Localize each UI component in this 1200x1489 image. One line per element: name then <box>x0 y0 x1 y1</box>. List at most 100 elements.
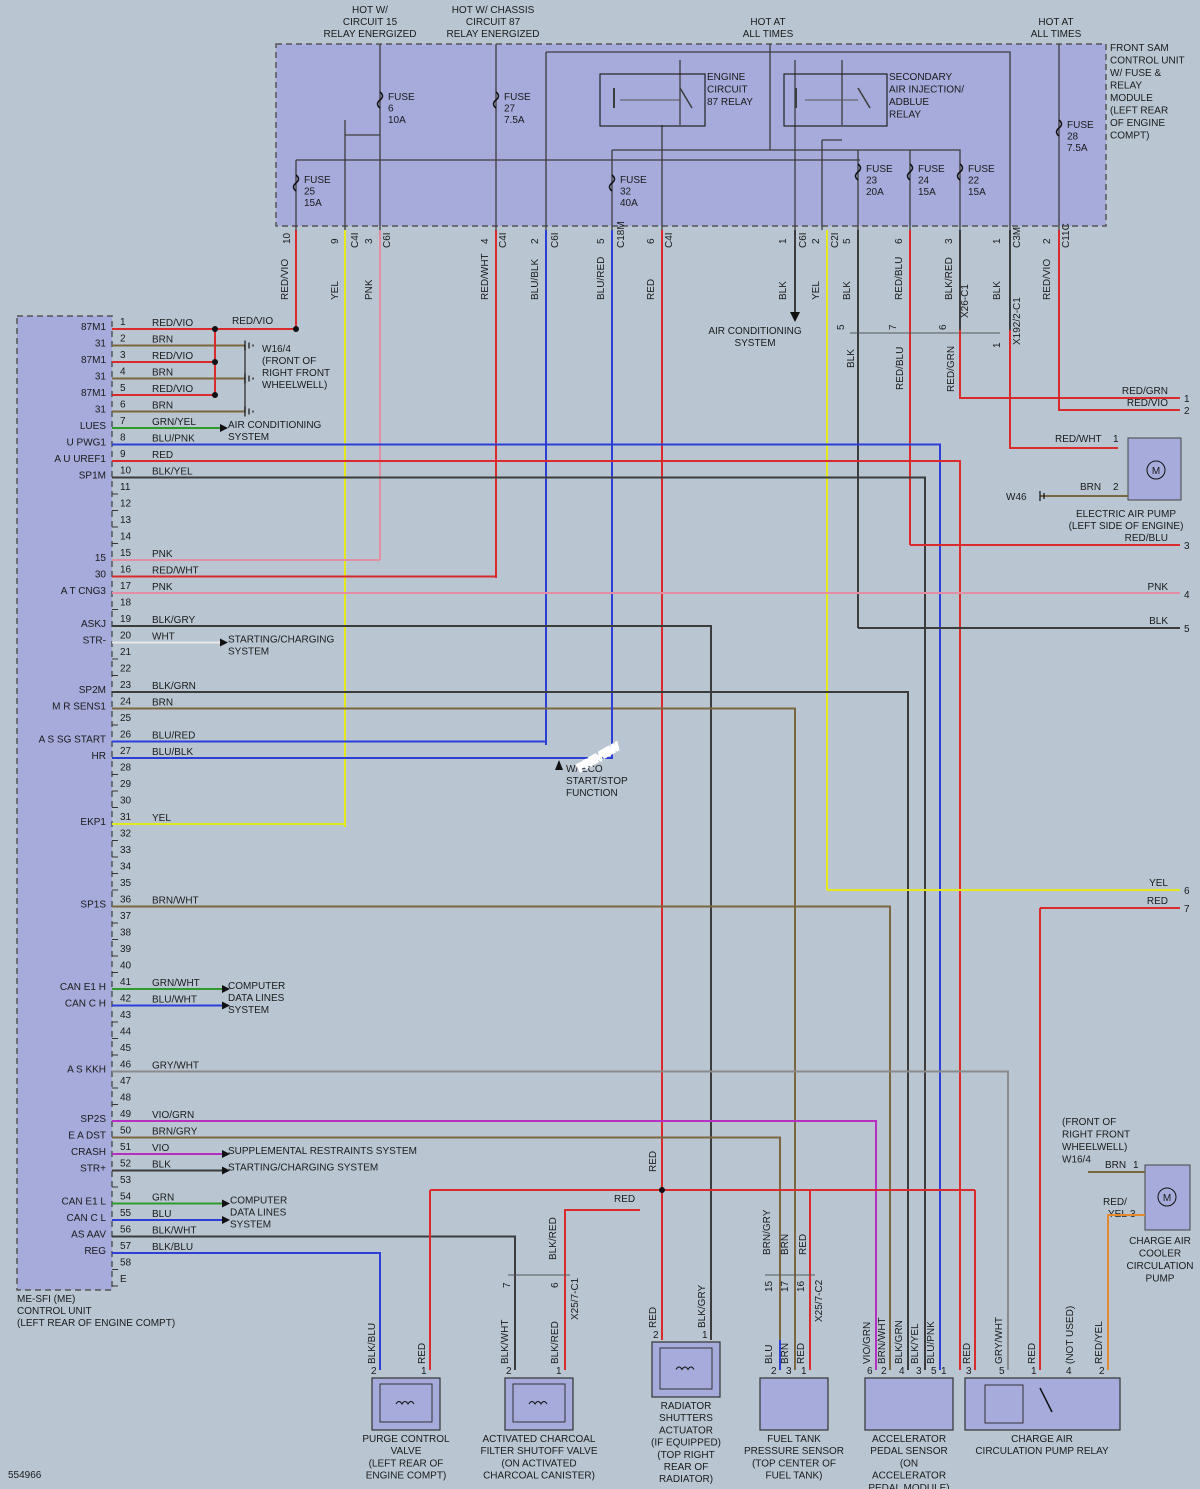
sam-pin: 1 <box>778 238 789 244</box>
ecu-wire-label: BLK <box>152 1160 171 1171</box>
fuse-label-f32: 40A <box>620 198 638 209</box>
wire-label-red-vio: RED/VIO <box>232 316 273 327</box>
fuse-label-f27: 7.5A <box>504 115 525 126</box>
ecu-pin-number: 19 <box>120 614 132 625</box>
ecu-wire-label: WHT <box>152 632 175 643</box>
fuse-label-f23: 20A <box>866 187 884 198</box>
ac-ref-label: AIR CONDITIONING <box>228 420 322 431</box>
lower-wire-blk: BLK <box>846 349 857 368</box>
component-name-charcoal: FILTER SHUTOFF VALVE <box>480 1446 597 1457</box>
computer-ref-label-2: SYSTEM <box>230 1220 271 1231</box>
pump-wire-label: BRN <box>1080 482 1101 493</box>
motor-icon-label: M <box>1163 1193 1171 1204</box>
ecu-wire-pin-19 <box>112 625 712 1340</box>
ac-ref-label: SYSTEM <box>228 432 269 443</box>
splice-dot <box>293 326 299 332</box>
ecu-pin-number: 27 <box>120 746 132 757</box>
fuse-label-f28: 7.5A <box>1067 143 1088 154</box>
ecu-wire-pin-27 <box>112 700 613 759</box>
computer-ref-label-2: COMPUTER <box>230 1196 287 1207</box>
ecu-pin-number: 22 <box>120 664 132 675</box>
ecu-pin-label: A S SG START <box>39 735 106 746</box>
out-number: 3 <box>1184 541 1190 552</box>
ecu-pin-number: 30 <box>120 796 132 807</box>
ecu-pin-label: SP1M <box>79 471 106 482</box>
ecu-pin-number: 43 <box>120 1010 132 1021</box>
component-name-shutters: RADIATOR <box>661 1401 712 1412</box>
solenoid-icon <box>659 1347 713 1390</box>
component-pin: 1 <box>702 1330 708 1341</box>
arrow-icon <box>222 1001 230 1010</box>
out-wire-label: YEL <box>1149 878 1168 889</box>
ecu-pin-label: 15 <box>95 553 107 564</box>
x192-pin: 1 <box>992 342 1003 348</box>
sam-pin: 3 <box>944 238 955 244</box>
electric-air-pump <box>1127 437 1182 501</box>
component-pin: 1 <box>421 1366 427 1377</box>
supply-label-hot-all-1: ALL TIMES <box>743 29 794 40</box>
component-pin: 1 <box>941 1366 947 1377</box>
secondary-relay-label: ADBLUE <box>889 97 929 108</box>
starting-ref-label: STARTING/CHARGING <box>228 635 335 646</box>
ecu-pin-number: 15 <box>120 548 132 559</box>
component-wire-label: GRY/WHT <box>994 1317 1005 1364</box>
coil-icon <box>675 1366 695 1371</box>
ecu-pin-label: AS AAV <box>71 1230 106 1241</box>
component-charcoal <box>504 1377 574 1431</box>
ecu-wire-label: BLU/WHT <box>152 995 197 1006</box>
fuse-icon <box>292 174 300 192</box>
ecu-wire-label: GRY/WHT <box>152 1061 199 1072</box>
ecu-name: CONTROL UNIT <box>17 1306 92 1317</box>
ecu-wire-label: BLK/BLU <box>152 1242 193 1253</box>
sam-connector: C18M <box>616 221 627 248</box>
solenoid-icon <box>512 1383 566 1423</box>
fuse-label-f6: FUSE <box>388 92 415 103</box>
ecu-pin-label: CRASH <box>71 1147 106 1158</box>
ecu-pin-number: 56 <box>120 1225 132 1236</box>
ecu-pin-number: 49 <box>120 1109 132 1120</box>
component-name-purge: ENGINE COMPT) <box>366 1471 447 1482</box>
ecu-pin-label: 87M1 <box>81 388 106 399</box>
ecu-pin-number: 25 <box>120 713 132 724</box>
ground-w16-4-label: W16/4 <box>262 344 291 355</box>
ground-icon <box>244 340 254 351</box>
sam-connector: C4I <box>664 232 675 248</box>
x25-pin: 17 <box>780 1280 791 1292</box>
wire-label-w6: BLU/RED <box>596 257 607 300</box>
cooler-ground-label: WHEELWELL) <box>1062 1142 1127 1153</box>
sam-connector: C2I <box>830 232 841 248</box>
motor-icon-label: M <box>1152 466 1160 477</box>
arrow-icon <box>555 760 563 770</box>
red-branch-label: RED <box>614 1194 635 1205</box>
air-pump-name: (LEFT SIDE OF ENGINE) <box>1069 521 1184 532</box>
ecu-pin-number: 12 <box>120 499 132 510</box>
ecu-pin-number: 3 <box>120 350 126 361</box>
component-pin: 2 <box>653 1330 659 1341</box>
ecu-pin-number: 55 <box>120 1208 132 1219</box>
component-wire-label: (NOT USED) <box>1065 1306 1076 1364</box>
out-wire-label: RED/GRN <box>1122 386 1168 397</box>
cooler-ground-label: (FRONT OF <box>1062 1117 1116 1128</box>
fuse-label-f22: 22 <box>968 176 980 187</box>
x26-pin: 7 <box>888 324 899 330</box>
wire-label-w12: BLK/RED <box>944 257 955 300</box>
relay-coil-box <box>984 1384 1024 1424</box>
x25-c2-label: X25/7-C2 <box>814 1279 825 1322</box>
cooler-wire-label: RED/ <box>1103 1197 1127 1208</box>
ac-ref-label: SYSTEM <box>734 338 775 349</box>
ecu-pin-number: 20 <box>120 631 132 642</box>
sam-pin: 3 <box>364 238 375 244</box>
sam-pin: 2 <box>530 238 541 244</box>
ecu-pin-number: 28 <box>120 763 132 774</box>
ecu-pin-label: ASKJ <box>81 619 106 630</box>
fuse-label-f24: 15A <box>918 187 936 198</box>
ecu-pin-number: 8 <box>120 433 126 444</box>
out-number: 2 <box>1184 406 1190 417</box>
ecu-wire-pin-50 <box>112 1136 781 1340</box>
cooler-ground-label: W16/4 <box>1062 1155 1091 1166</box>
ecu-pin-label: CAN E1 H <box>60 982 106 993</box>
component-purge <box>371 1377 441 1431</box>
ground-w16-4-label: WHEELWELL) <box>262 380 327 391</box>
ecu-pin-label: 87M1 <box>81 355 106 366</box>
